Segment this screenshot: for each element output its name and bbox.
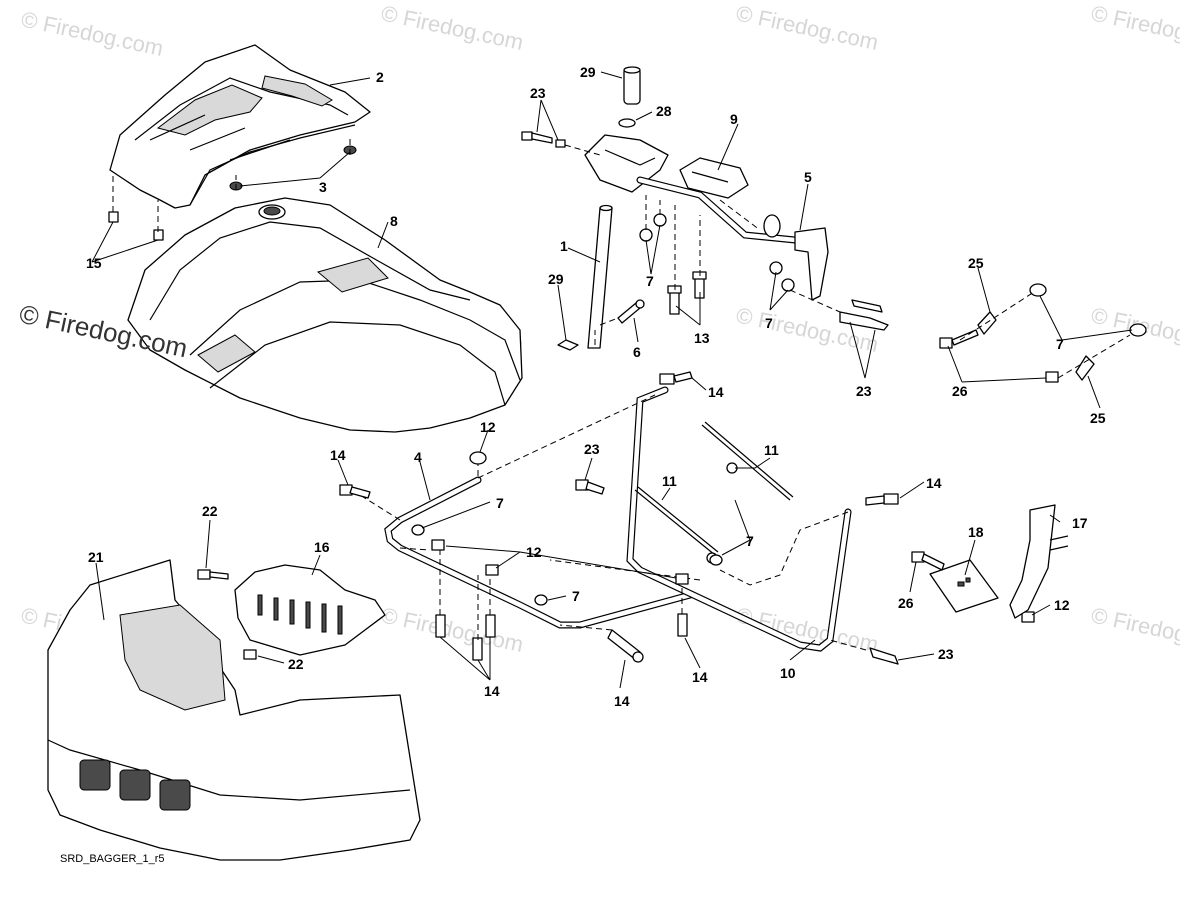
callout-26: 26 xyxy=(898,595,914,611)
callout-14: 14 xyxy=(330,447,346,463)
callout-23: 23 xyxy=(584,441,600,457)
callout-11: 11 xyxy=(662,473,677,489)
part-28-handle-grip xyxy=(623,66,641,105)
callout-5: 5 xyxy=(804,169,812,185)
part-8-cover xyxy=(127,197,523,433)
part-18-plate xyxy=(929,559,999,613)
callout-16: 16 xyxy=(314,539,330,555)
callout-21: 21 xyxy=(88,549,104,565)
part-26-bolts-right xyxy=(939,329,1059,383)
callout-14: 14 xyxy=(708,384,724,400)
part-22-screws xyxy=(197,569,257,660)
callout-7: 7 xyxy=(746,533,754,549)
callout-4: 4 xyxy=(414,449,422,465)
callout-12: 12 xyxy=(526,544,542,560)
part-27-washer xyxy=(618,118,636,128)
callout-7: 7 xyxy=(1056,336,1064,352)
part-1-tube xyxy=(587,204,613,349)
part-12-nuts xyxy=(431,451,1035,623)
callout-11: 11 xyxy=(764,442,779,458)
callout-10: 10 xyxy=(780,665,796,681)
callout-18: 18 xyxy=(968,524,984,540)
callout-3: 3 xyxy=(319,179,327,195)
part-9-lever-bracket xyxy=(584,134,749,199)
watermark-text: © Firedog.com xyxy=(379,0,526,55)
part-29-clip xyxy=(557,339,579,351)
part-7-nuts-right xyxy=(1029,283,1147,337)
callout-28: 29 xyxy=(580,64,596,80)
callout-12: 12 xyxy=(1054,597,1070,613)
callout-14: 14 xyxy=(692,669,708,685)
callout-22: 22 xyxy=(288,656,304,672)
part-6-pin xyxy=(617,299,645,324)
callout-13: 13 xyxy=(694,330,710,346)
part-26-bolt-lower xyxy=(911,551,945,571)
callout-25: 25 xyxy=(968,255,984,271)
callout-23: 23 xyxy=(938,646,954,662)
watermark-text: © Firedog.com xyxy=(1089,0,1180,55)
callout-7: 7 xyxy=(646,273,654,289)
watermark-text: © Firedog.com xyxy=(379,602,526,657)
part-25-clips xyxy=(977,311,1095,381)
part-23-bolts-upper xyxy=(521,131,889,331)
callout-25: 25 xyxy=(1090,410,1106,426)
callout-9: 9 xyxy=(730,111,738,127)
part-14-bolts xyxy=(339,371,899,663)
part-17-bracket xyxy=(1009,504,1069,619)
diagram-code: SRD_BAGGER_1_r5 xyxy=(60,853,165,865)
part-7-nuts-lower xyxy=(411,524,723,606)
watermark-text: © Firedog.com xyxy=(19,6,166,61)
callout-22: 22 xyxy=(202,503,218,519)
part-21-bag xyxy=(47,559,421,861)
callout-numbers: 2 3 15 8 29 23 28 9 5 1 29 7 6 13 7 23 2… xyxy=(86,64,1106,709)
part-16-deflector xyxy=(234,564,386,656)
mount-lines-lid xyxy=(112,135,351,232)
callout-1: 1 xyxy=(560,238,568,254)
callout-14: 14 xyxy=(614,693,630,709)
callout-26: 26 xyxy=(952,383,968,399)
callout-8: 8 xyxy=(390,213,398,229)
callout-29: 29 xyxy=(548,271,564,287)
callout-2: 2 xyxy=(376,69,384,85)
part-2-lid xyxy=(109,44,371,209)
callout-7: 7 xyxy=(572,588,580,604)
part-23-bolts-lower xyxy=(575,479,899,665)
callout-15: 15 xyxy=(86,255,102,271)
callout-6: 6 xyxy=(633,344,641,360)
part-10-frame xyxy=(626,386,852,652)
watermark-text: © Firedog.com xyxy=(734,302,881,357)
callout-27: 28 xyxy=(656,103,672,119)
mount-lines-frame-bolts xyxy=(439,550,867,651)
callout-23: 23 xyxy=(856,383,872,399)
watermark-text: © Firedog.com xyxy=(734,0,881,55)
callout-7: 7 xyxy=(496,495,504,511)
callout-7: 7 xyxy=(765,315,773,331)
part-5-shaft xyxy=(636,176,829,301)
leader-lines xyxy=(91,71,1133,689)
callout-14: 14 xyxy=(484,683,500,699)
callout-14: 14 xyxy=(926,475,942,491)
callout-12: 12 xyxy=(480,419,496,435)
callout-17: 17 xyxy=(1072,515,1088,531)
watermark-text: © Firedog.com xyxy=(1089,602,1180,657)
part-15-screws xyxy=(108,211,164,241)
mount-lines-right xyxy=(959,291,1131,379)
mount-lines-linkage xyxy=(564,144,841,345)
callout-23: 23 xyxy=(530,85,546,101)
